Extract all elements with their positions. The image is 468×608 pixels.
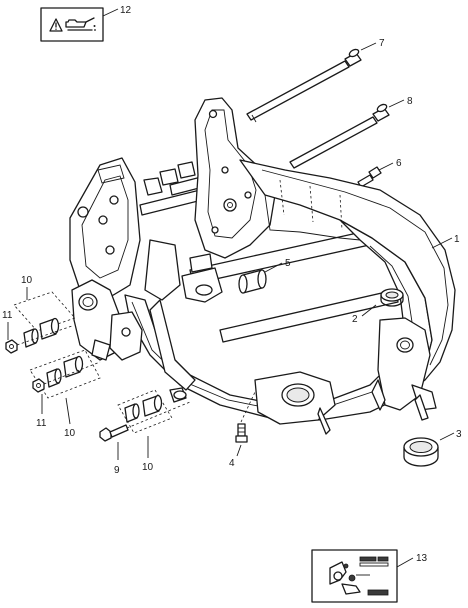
mount-kit-lower bbox=[99, 389, 191, 442]
callout-10-c: 10 bbox=[142, 462, 154, 473]
callout-11-b: 11 bbox=[36, 418, 47, 429]
long-bolt-8 bbox=[289, 103, 390, 169]
rubber-mount-a1 bbox=[23, 328, 39, 348]
callout-5: 5 bbox=[285, 258, 291, 269]
rubber-mount-c2 bbox=[142, 394, 163, 417]
callout-3: 3 bbox=[456, 429, 462, 440]
callout-12: 12 bbox=[120, 5, 132, 16]
frame-label-sticker bbox=[311, 549, 398, 603]
nut-11a bbox=[5, 339, 18, 354]
callout-8: 8 bbox=[407, 96, 413, 107]
bush-2 bbox=[380, 288, 404, 307]
rubber-mount-b2 bbox=[63, 355, 84, 378]
callout-13: 13 bbox=[416, 553, 428, 564]
callout-6: 6 bbox=[396, 158, 402, 169]
rubber-mount-b1 bbox=[46, 368, 62, 388]
bearing-ring-3 bbox=[403, 437, 439, 467]
label-sticker-icon bbox=[329, 556, 389, 596]
bush-5 bbox=[238, 269, 267, 294]
callout-10-b: 10 bbox=[64, 428, 76, 439]
main-frame bbox=[69, 97, 456, 435]
long-bolt-7 bbox=[246, 48, 362, 123]
callout-11-a: 11 bbox=[2, 310, 13, 321]
rubber-mount-a2 bbox=[39, 317, 60, 340]
small-bolt-4 bbox=[235, 423, 248, 443]
mount-kit-middle bbox=[29, 349, 101, 399]
callout-4: 4 bbox=[229, 458, 235, 469]
callout-7: 7 bbox=[379, 38, 385, 49]
callout-1: 1 bbox=[454, 234, 460, 245]
oil-warning-label bbox=[40, 7, 104, 42]
callout-2: 2 bbox=[352, 314, 358, 325]
mount-kit-upper bbox=[5, 291, 76, 354]
nut-11b bbox=[32, 378, 45, 393]
warning-triangle-icon bbox=[49, 18, 63, 32]
short-bolt-6 bbox=[357, 166, 382, 188]
oil-can-icon bbox=[65, 17, 96, 31]
bolt-9 bbox=[99, 424, 129, 442]
rubber-mount-c1 bbox=[124, 403, 140, 423]
callout-9: 9 bbox=[114, 465, 120, 476]
callout-10-a: 10 bbox=[21, 275, 33, 286]
